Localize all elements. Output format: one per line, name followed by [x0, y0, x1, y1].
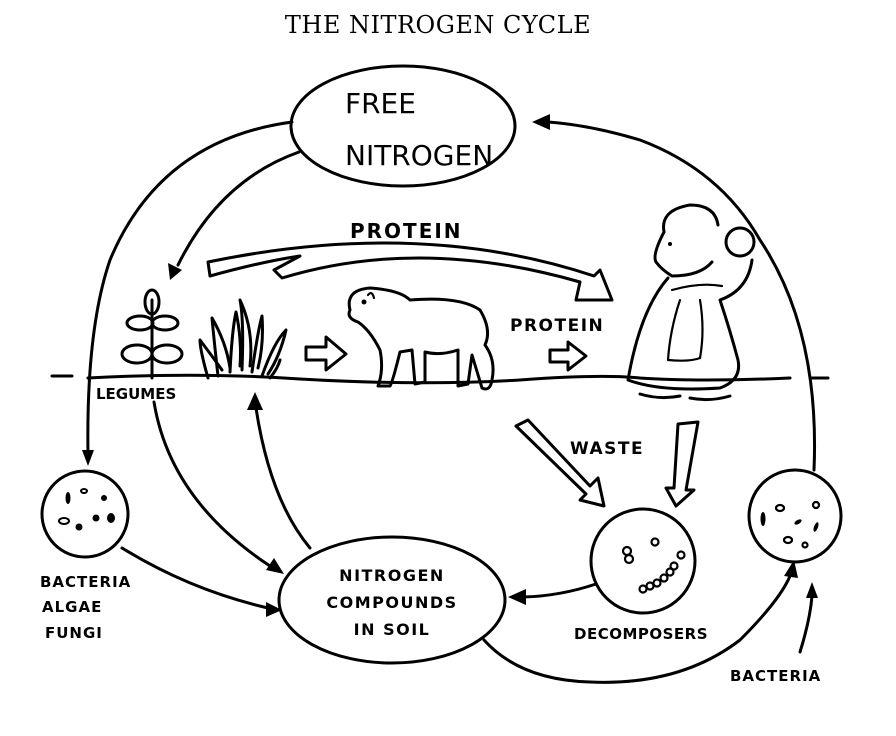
node-decomposers	[589, 507, 697, 615]
arrow-soil-compounds-to-bacteria	[482, 560, 798, 684]
label-protein-middle: PROTEIN	[510, 316, 604, 336]
arrow-soil-compounds-to-grass	[247, 392, 312, 550]
label-decomposers: DECOMPOSERS	[574, 625, 708, 643]
arrow-waste-from-human	[664, 420, 700, 508]
arrow-free-nitrogen-to-soil-organisms	[82, 120, 294, 466]
arrow-sheep-to-human	[548, 340, 588, 372]
label-denitrifying-bacteria: BACTERIA	[730, 667, 821, 685]
node-free-nitrogen: FREE NITROGEN	[289, 64, 517, 188]
label-protein-top: PROTEIN	[350, 219, 463, 243]
arrow-bacteria-to-free-nitrogen	[532, 114, 816, 472]
ground-line	[50, 373, 830, 385]
node-soil-organisms	[40, 469, 130, 559]
free-nitrogen-line2: NITROGEN	[345, 139, 493, 172]
arrow-grass-to-sheep	[304, 335, 348, 372]
grass-plant-illustration	[198, 298, 288, 380]
arrow-legumes-to-soil-compounds	[152, 400, 284, 574]
arrow-free-nitrogen-to-legumes	[168, 150, 301, 280]
label-waste: WASTE	[570, 439, 644, 459]
arrow-soil-organisms-to-soil-compounds	[120, 546, 282, 617]
node-soil-compounds: NITROGEN COMPOUNDS IN SOIL	[277, 535, 507, 665]
label-legumes: LEGUMES	[96, 385, 176, 403]
soil-organisms-line2: ALGAE	[42, 598, 102, 616]
arrow-bacteria-label	[798, 582, 818, 654]
arrow-waste-from-sheep	[514, 418, 606, 508]
sheep-illustration	[347, 286, 495, 391]
soil-compounds-line1: NITROGEN	[339, 566, 445, 585]
node-denitrifying-bacteria	[747, 468, 843, 564]
soil-compounds-line3: IN SOIL	[354, 620, 431, 639]
protein-arrow-to-human	[206, 241, 614, 302]
soil-compounds-line2: COMPOUNDS	[326, 593, 457, 612]
legume-plant-illustration	[120, 288, 184, 380]
woman-with-baby-illustration	[626, 203, 756, 402]
soil-organisms-line3: FUNGI	[45, 624, 103, 642]
soil-organisms-line1: BACTERIA	[40, 573, 131, 591]
free-nitrogen-line1: FREE	[345, 87, 416, 120]
arrow-decomposers-to-soil-compounds	[508, 582, 598, 605]
diagram-title: THE NITROGEN CYCLE	[285, 11, 591, 39]
